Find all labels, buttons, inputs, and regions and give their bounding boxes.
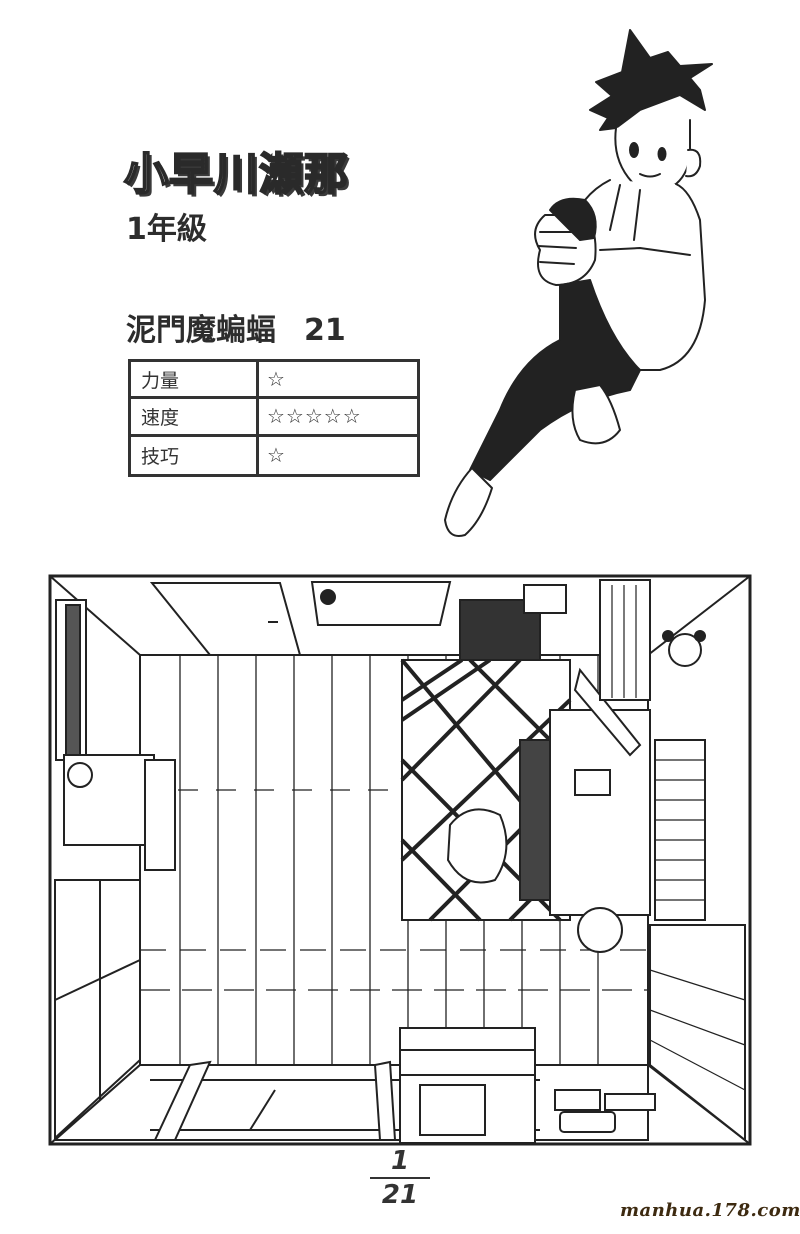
jersey-number: 21	[304, 313, 346, 348]
room-illustration	[48, 574, 752, 1146]
team-name: 泥門魔蝙蝠	[126, 313, 276, 348]
stats-table: 力量 ☆ 速度 ☆☆☆☆☆ 技巧 ☆	[128, 359, 420, 477]
team-line: 泥門魔蝙蝠 21	[126, 313, 346, 349]
watermark-text: manhua.178.com	[620, 1200, 800, 1221]
character-grade: 1年級	[126, 212, 207, 247]
character-name: 小早川瀬那	[123, 149, 349, 201]
page-number-divider	[370, 1177, 430, 1179]
watermark: manhua.178.com✶	[620, 1200, 800, 1221]
stat-label-speed: 速度	[131, 399, 259, 437]
stat-label-technique: 技巧	[131, 436, 259, 474]
stat-label-power: 力量	[131, 362, 259, 400]
page-number-current: 1	[390, 1146, 410, 1176]
stat-stars-power: ☆	[259, 362, 417, 400]
stat-stars-speed: ☆☆☆☆☆	[259, 399, 417, 437]
page-number: 1 21	[364, 1148, 436, 1208]
page-number-total: 21	[381, 1180, 419, 1210]
character-illustration	[444, 29, 713, 537]
stat-stars-technique: ☆	[267, 443, 286, 468]
